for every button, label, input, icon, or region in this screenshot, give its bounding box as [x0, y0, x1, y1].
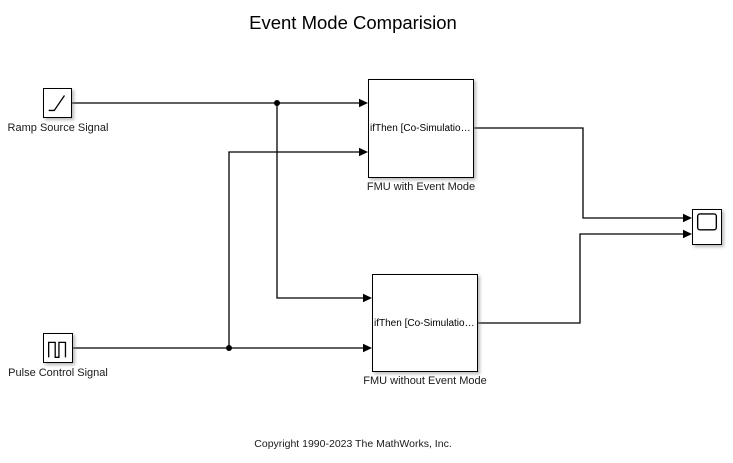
block-label-fmu-with: FMU with Event Mode [366, 181, 476, 193]
arrowhead [359, 98, 368, 108]
wire-ramp-to-fmu-without[interactable] [276, 103, 363, 299]
scope-display-icon [696, 213, 718, 231]
arrowhead [359, 147, 368, 157]
block-pulse-source[interactable] [43, 333, 73, 363]
branch-point [226, 345, 232, 351]
block-label-ramp: Ramp Source Signal [7, 122, 109, 134]
arrowhead [363, 343, 372, 353]
block-fmu-without-event-mode[interactable]: ifThen [Co-Simulatio… [372, 274, 478, 372]
branch-point [274, 100, 280, 106]
wire-fmu-with-to-scope[interactable] [474, 127, 683, 219]
pulse-icon [48, 341, 67, 358]
arrowhead [363, 293, 372, 303]
wire-pulse-to-fmu-with[interactable] [228, 151, 359, 348]
block-label-pulse: Pulse Control Signal [8, 367, 108, 379]
wire-fmu-without-to-scope[interactable] [478, 233, 683, 324]
arrowhead [683, 229, 692, 239]
arrowhead [683, 213, 692, 223]
fmu-block-text: ifThen [Co-Simulatio… [374, 317, 475, 329]
ramp-icon [48, 95, 66, 112]
block-scope[interactable] [692, 209, 722, 245]
copyright-annotation: Copyright 1990-2023 The MathWorks, Inc. [254, 438, 452, 450]
model-title: Event Mode Comparision [249, 12, 457, 33]
block-ramp-source[interactable] [43, 88, 72, 118]
block-label-fmu-without: FMU without Event Mode [363, 375, 487, 387]
fmu-block-text: ifThen [Co-Simulatio… [370, 123, 471, 134]
block-fmu-with-event-mode[interactable]: ifThen [Co-Simulatio… [368, 79, 474, 178]
